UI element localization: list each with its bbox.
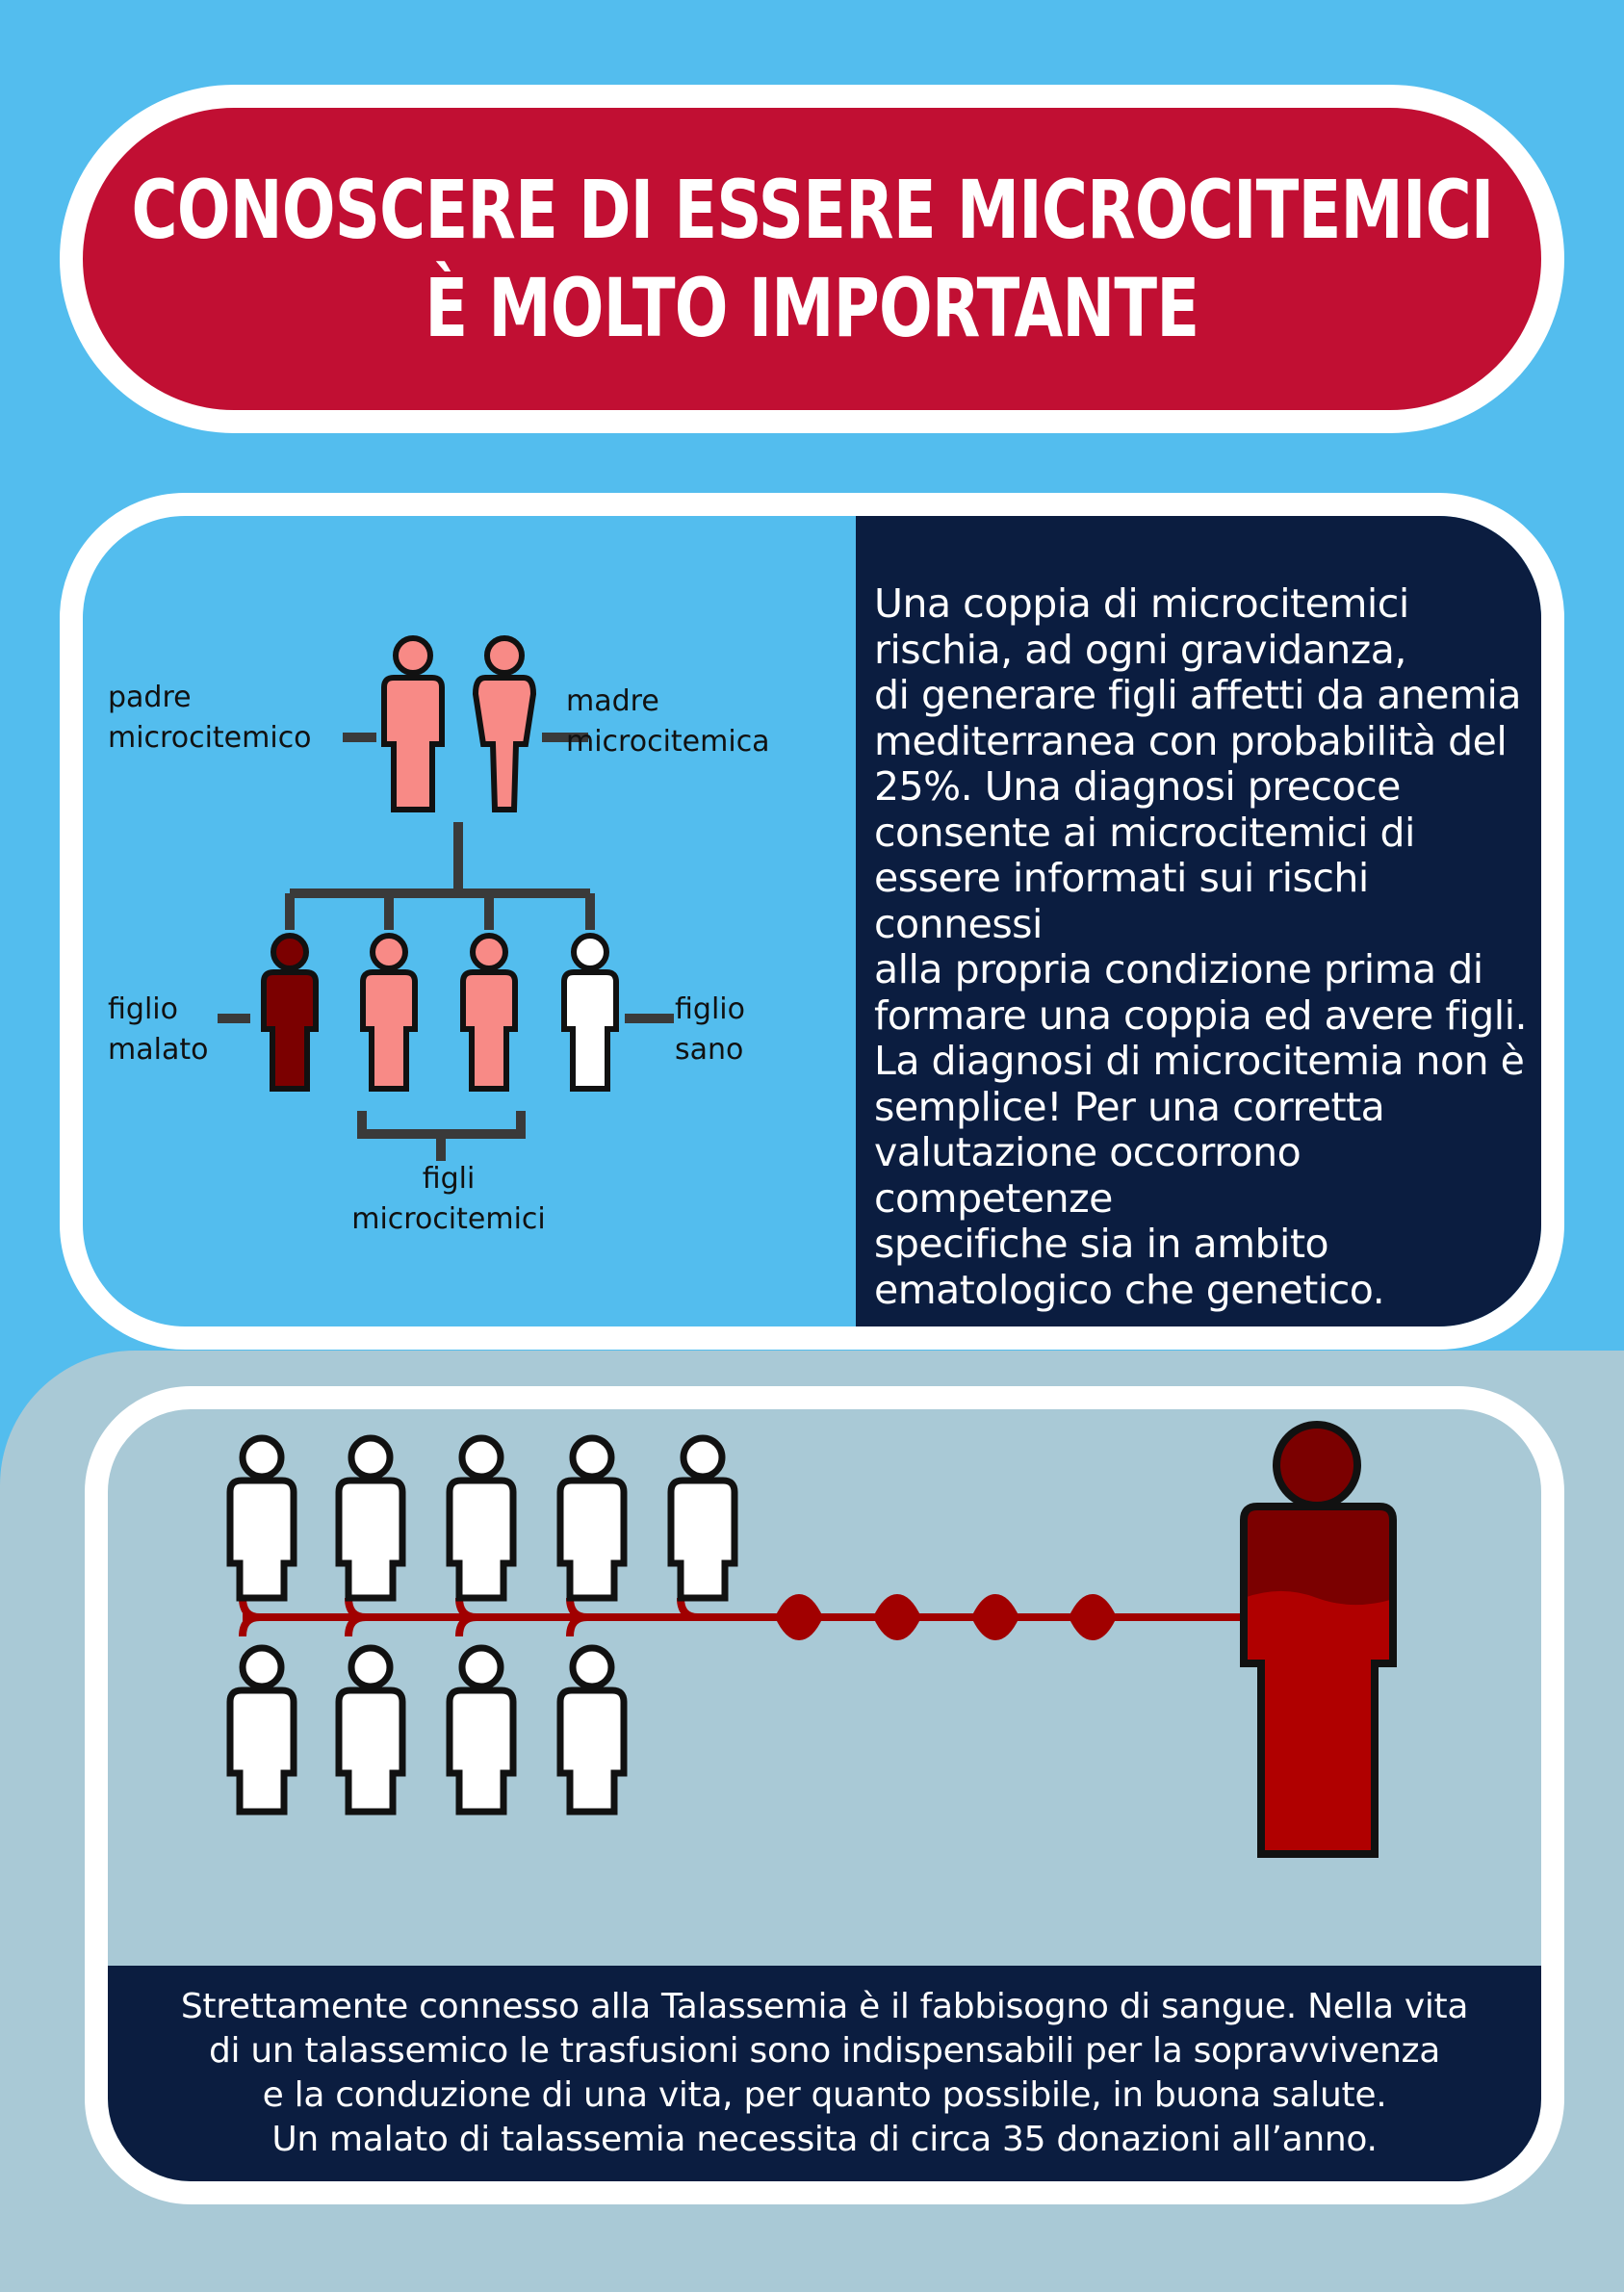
blood-drop-1 <box>775 1594 823 1640</box>
donors-diagram <box>226 1421 1397 1858</box>
donor-figure <box>446 1644 517 1816</box>
info-text: Una coppia di microcitemici rischia, ad … <box>874 580 1528 1313</box>
donors-bottom-row <box>226 1644 628 1816</box>
mother-label: madre microcitemica <box>566 684 770 759</box>
blood-drop-3 <box>971 1594 1019 1640</box>
transfusion-text: Strettamente connesso alla Talassemia è … <box>180 1987 1469 2159</box>
carriers-label: figli microcitemici <box>351 1162 546 1236</box>
carrier-child-figure-2 <box>460 933 518 1092</box>
sick-child-label: figlio malato <box>108 992 209 1067</box>
healthy-child-label: figlio sano <box>675 992 745 1067</box>
donor-figure <box>226 1644 297 1816</box>
sick-child-figure <box>261 933 319 1092</box>
info-text-box: Una coppia di microcitemici rischia, ad … <box>856 516 1541 1326</box>
blood-drop-4 <box>1069 1594 1117 1640</box>
title-banner: CONOSCERE DI ESSERE MICROCITEMICI È MOLT… <box>60 85 1564 433</box>
family-tree-connectors <box>218 733 674 1161</box>
carriers-bracket <box>357 1111 526 1139</box>
donor-figure <box>335 1434 406 1602</box>
father-label: padre microcitemico <box>108 681 312 755</box>
father-figure <box>381 635 445 812</box>
donor-figure <box>446 1434 517 1602</box>
donor-figure <box>226 1434 297 1602</box>
blood-drops <box>775 1594 1117 1640</box>
inheritance-panel: padre microcitemico madre microcitemica … <box>60 493 1564 1350</box>
title-line-1: CONOSCERE DI ESSERE MICROCITEMICI <box>131 163 1494 257</box>
donors-top-row <box>226 1434 738 1602</box>
blood-drop-2 <box>873 1594 921 1640</box>
transfusion-panel: Strettamente connesso alla Talassemia è … <box>85 1386 1564 2204</box>
title-line-2: È MOLTO IMPORTANTE <box>425 261 1200 355</box>
donor-figure <box>667 1434 738 1602</box>
healthy-child-figure <box>561 933 619 1092</box>
donor-figure <box>556 1434 628 1602</box>
patient-figure <box>1240 1421 1397 1858</box>
transfusion-text-box: Strettamente connesso alla Talassemia è … <box>108 1966 1541 2181</box>
donor-figure <box>335 1644 406 1816</box>
family-tree-diagram <box>218 635 674 1161</box>
carrier-child-figure-1 <box>360 933 418 1092</box>
mother-figure <box>472 635 537 812</box>
donor-figure <box>556 1644 628 1816</box>
